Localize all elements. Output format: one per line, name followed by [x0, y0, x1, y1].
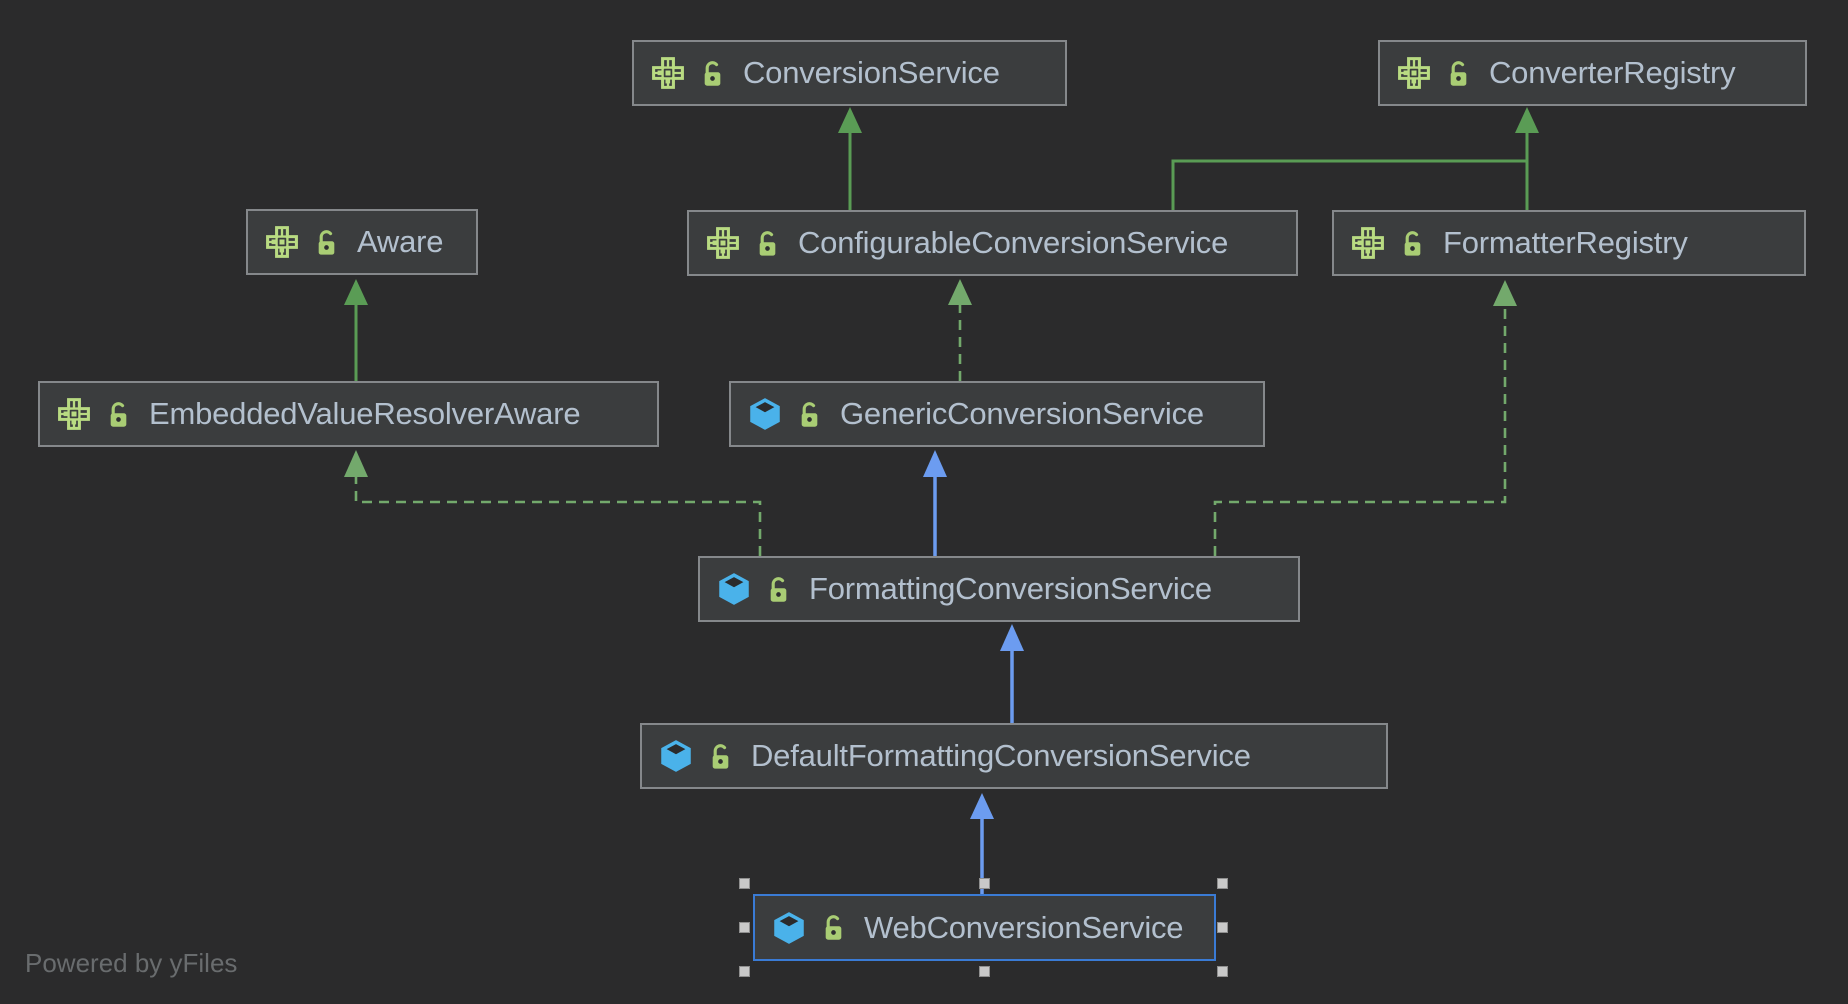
lock-icon	[821, 913, 846, 942]
node-genericconversionservice[interactable]: GenericConversionService	[729, 381, 1265, 447]
edge-formattingconversionservice-extends-genericconversionservice[interactable]	[923, 450, 947, 556]
class-icon	[716, 571, 752, 607]
selection-handle-bottom-right[interactable]	[1217, 966, 1228, 977]
interface-icon	[705, 225, 741, 261]
edge-configurableconversionservice-extends-conversionservice[interactable]	[838, 107, 862, 210]
class-name-label: GenericConversionService	[840, 396, 1204, 431]
lock-icon	[700, 59, 725, 88]
node-webconversionservice[interactable]: WebConversionService	[753, 894, 1216, 961]
node-formatterregistry[interactable]: FormatterRegistry	[1332, 210, 1806, 276]
class-name-label: ConverterRegistry	[1489, 55, 1736, 90]
lock-icon	[708, 742, 733, 771]
edge-embeddedvalueresolveraware-extends-aware[interactable]	[344, 279, 368, 381]
node-converterregistry[interactable]: ConverterRegistry	[1378, 40, 1807, 106]
node-formattingconversionservice[interactable]: FormattingConversionService	[698, 556, 1300, 622]
edge-defaultformattingconversionservice-extends-formattingconversionservice[interactable]	[1000, 624, 1024, 723]
selection-handle-bottom-left[interactable]	[739, 966, 750, 977]
lock-icon	[314, 228, 339, 257]
interface-icon	[650, 55, 686, 91]
interface-icon	[56, 396, 92, 432]
class-name-label: DefaultFormattingConversionService	[751, 738, 1251, 773]
selection-handle-top-right[interactable]	[1217, 878, 1228, 889]
class-name-label: WebConversionService	[864, 909, 1184, 945]
class-icon	[771, 910, 807, 946]
selection-handle-middle-left[interactable]	[739, 922, 750, 933]
class-name-label: FormatterRegistry	[1443, 225, 1688, 260]
node-conversionservice[interactable]: ConversionService	[632, 40, 1067, 106]
lock-icon	[1446, 59, 1471, 88]
class-name-label: ConversionService	[743, 55, 1000, 90]
node-aware[interactable]: Aware	[246, 209, 478, 275]
class-name-label: Aware	[357, 224, 444, 259]
lock-icon	[1400, 229, 1425, 258]
edge-configurableconversionservice-extends-converterregistry[interactable]	[1171, 159, 1527, 210]
edge-formattingconversionservice-implements-embeddedvalueresolveraware[interactable]	[344, 450, 762, 556]
node-defaultformattingconversionservice[interactable]: DefaultFormattingConversionService	[640, 723, 1388, 789]
yfiles-watermark: Powered by yFiles	[25, 948, 238, 978]
edge-genericconversionservice-implements-configurableconversionservice[interactable]	[948, 279, 972, 381]
class-name-label: ConfigurableConversionService	[798, 225, 1229, 260]
node-embeddedvalueresolveraware[interactable]: EmbeddedValueResolverAware	[38, 381, 659, 447]
class-name-label: EmbeddedValueResolverAware	[149, 396, 581, 431]
node-configurableconversionservice[interactable]: ConfigurableConversionService	[687, 210, 1298, 276]
lock-icon	[797, 400, 822, 429]
interface-icon	[264, 224, 300, 260]
selection-handle-top-left[interactable]	[739, 878, 750, 889]
interface-icon	[1396, 55, 1432, 91]
lock-icon	[755, 229, 780, 258]
class-icon	[747, 396, 783, 432]
lock-icon	[766, 575, 791, 604]
selection-handle-bottom-center[interactable]	[979, 966, 990, 977]
lock-icon	[106, 400, 131, 429]
edge-formattingconversionservice-implements-formatterregistry[interactable]	[1213, 280, 1517, 556]
class-icon	[658, 738, 694, 774]
class-name-label: FormattingConversionService	[809, 571, 1212, 606]
selection-handle-middle-right[interactable]	[1217, 922, 1228, 933]
interface-icon	[1350, 225, 1386, 261]
selection-handle-top-center[interactable]	[979, 878, 990, 889]
edge-formatterregistry-extends-converterregistry[interactable]	[1515, 107, 1539, 210]
